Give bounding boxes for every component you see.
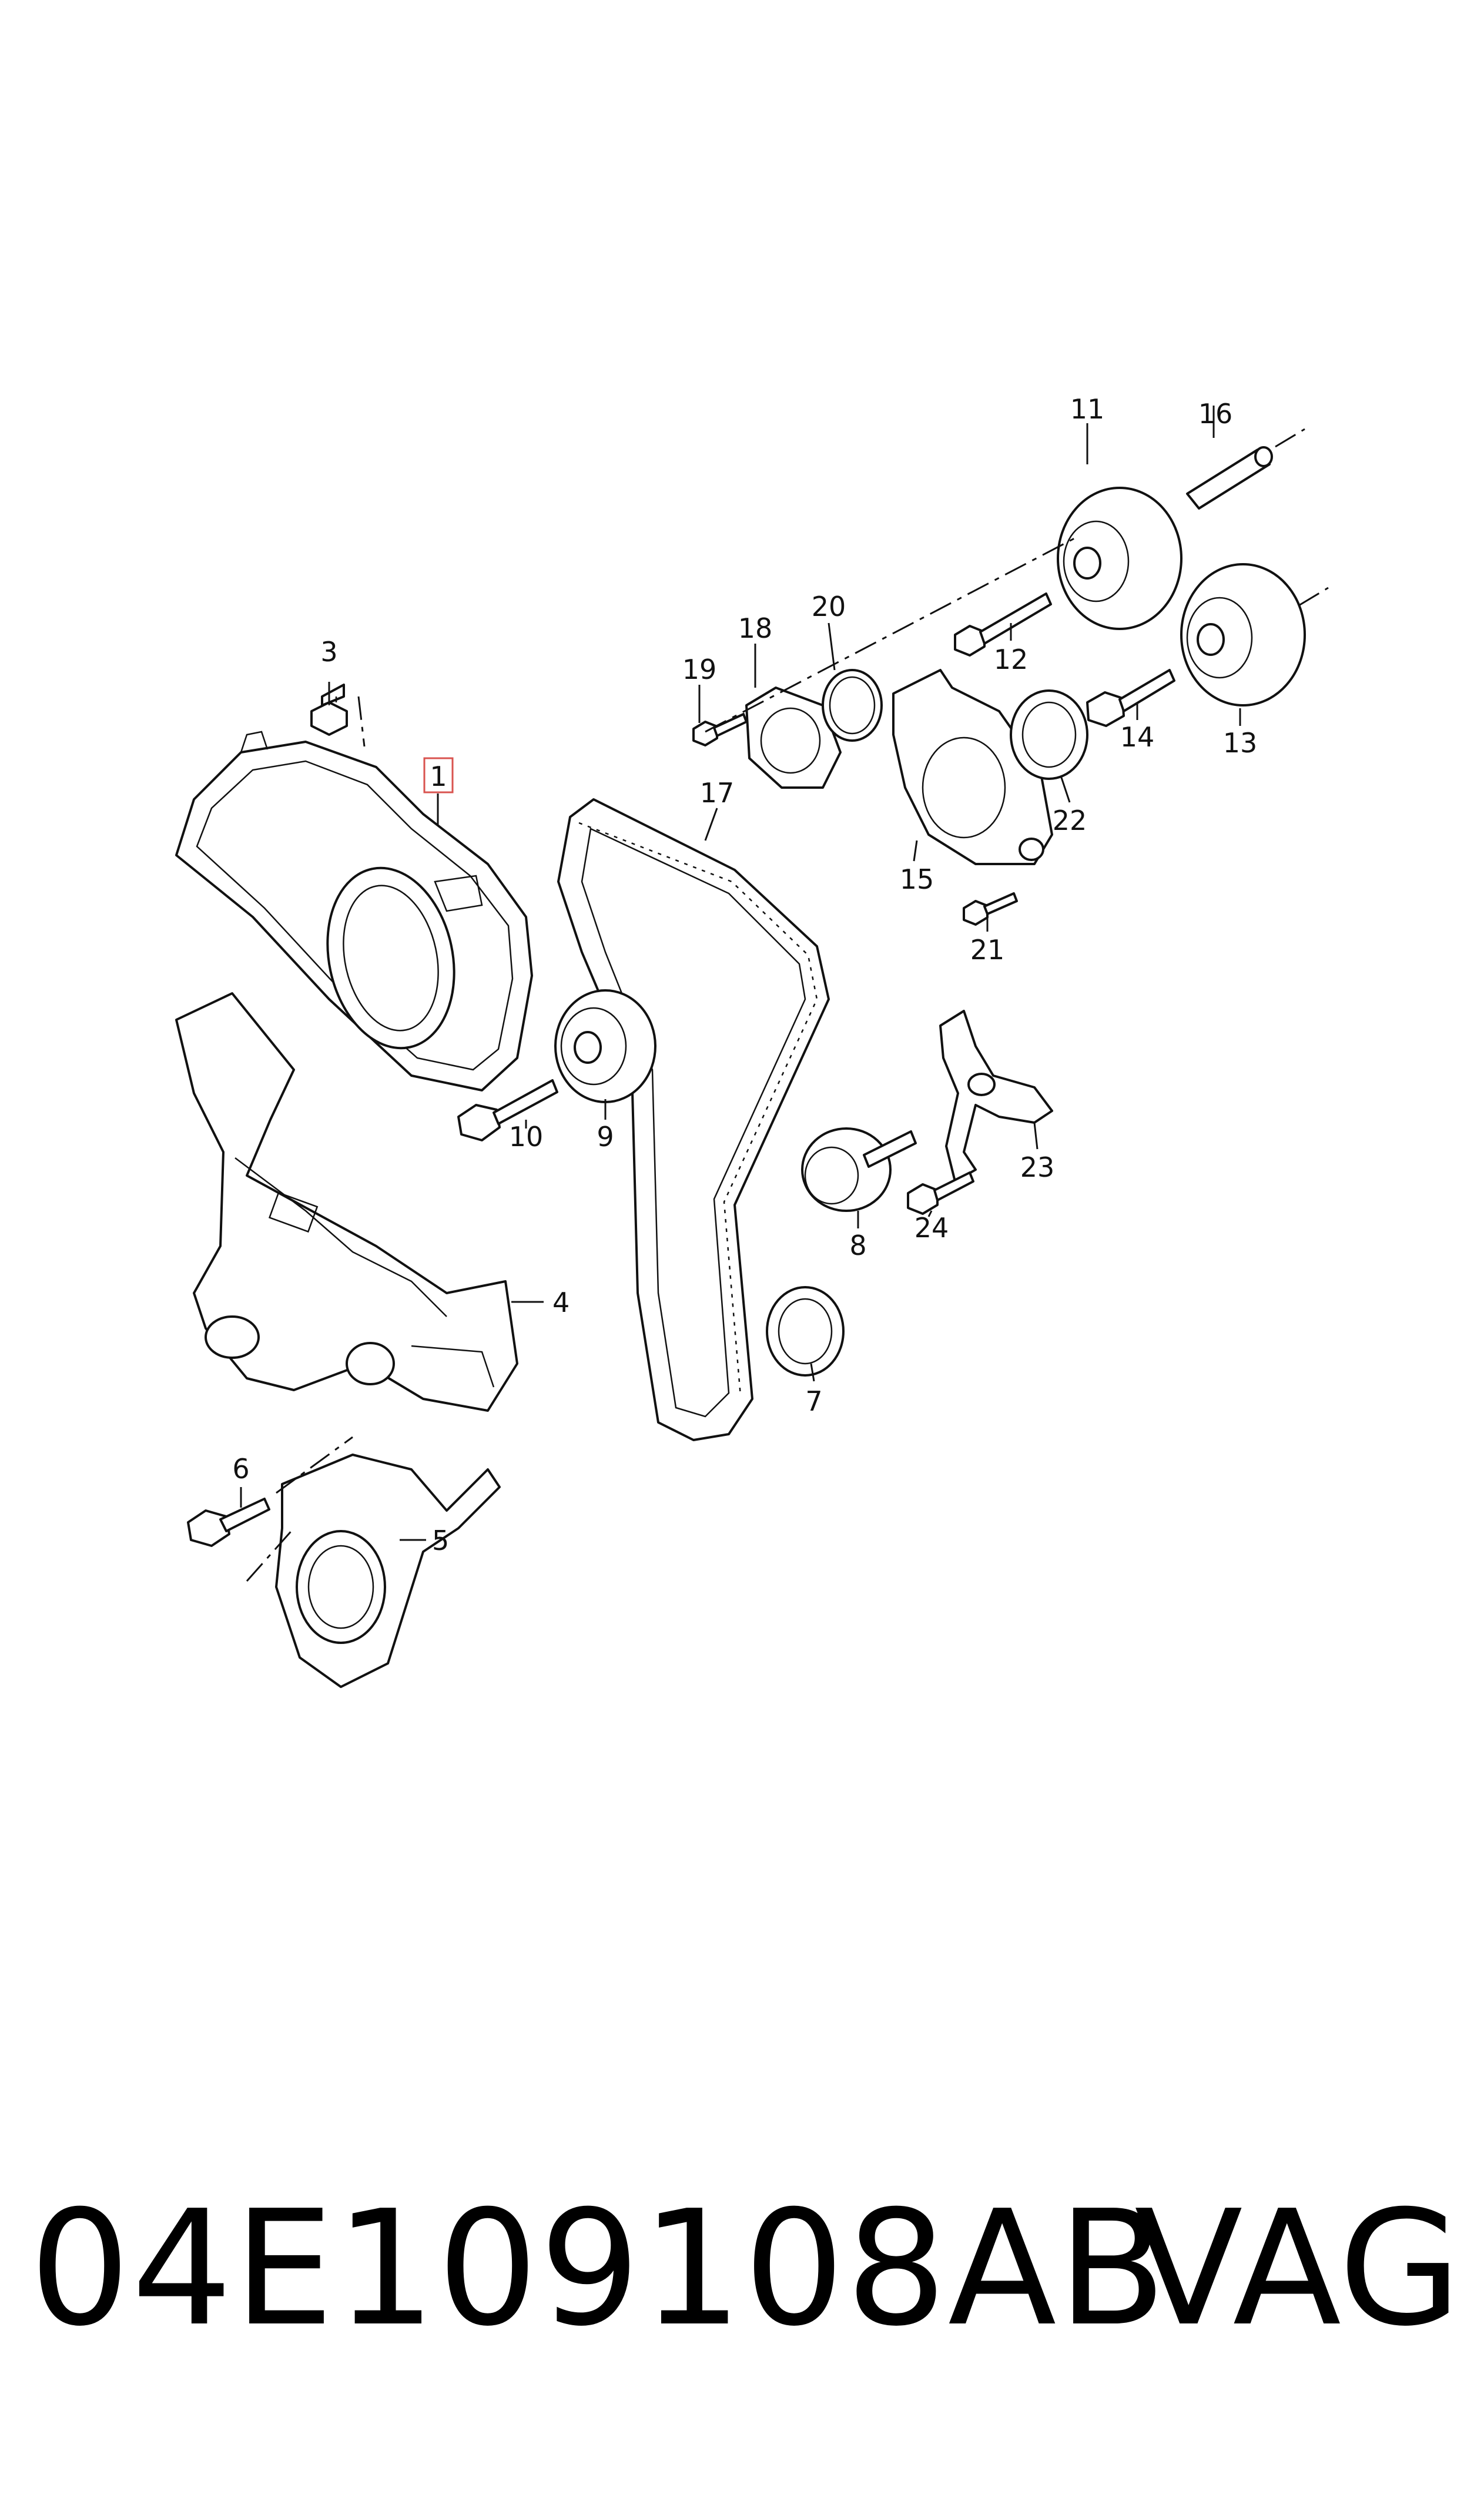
part-bolt-24 xyxy=(907,1171,974,1215)
callout-15[interactable]: 15 xyxy=(900,863,934,895)
callout-14[interactable]: 14 xyxy=(1120,721,1155,753)
callout-3[interactable]: 3 xyxy=(320,636,337,668)
part-bolt-14 xyxy=(1086,669,1175,727)
callout-labels: 1 3 4 5 6 7 8 9 10 11 12 13 14 15 16 17 … xyxy=(232,393,1257,1556)
part-dowel-pin xyxy=(1186,446,1273,510)
brand-name: VAG xyxy=(1134,2176,1462,2361)
callout-9[interactable]: 9 xyxy=(597,1121,614,1153)
leader-lines xyxy=(240,406,1241,1541)
part-bolt-19 xyxy=(692,713,748,746)
callout-1[interactable]: 1 xyxy=(430,761,447,792)
callout-5[interactable]: 5 xyxy=(432,1525,449,1556)
selected-part-highlight xyxy=(423,757,454,793)
callout-23[interactable]: 23 xyxy=(1020,1151,1055,1183)
part-bolt-12 xyxy=(954,592,1052,657)
callout-10[interactable]: 10 xyxy=(509,1121,544,1153)
part-bolt-21 xyxy=(963,892,1018,926)
callout-4[interactable]: 4 xyxy=(552,1287,570,1318)
part-bracket xyxy=(939,1010,1053,1183)
callout-11[interactable]: 11 xyxy=(1070,393,1105,425)
part-idler-roller xyxy=(801,1127,917,1212)
part-backplate xyxy=(892,669,1053,865)
callout-21[interactable]: 21 xyxy=(970,934,1005,966)
footer: 04E109108AB VAG xyxy=(0,2175,1484,2363)
callout-7[interactable]: 7 xyxy=(805,1385,822,1417)
part-bolt-3 xyxy=(310,684,366,747)
callout-22[interactable]: 22 xyxy=(1053,805,1087,836)
part-rear-timing-cover xyxy=(175,992,518,1412)
callout-6[interactable]: 6 xyxy=(232,1453,249,1485)
part-lower-cover xyxy=(246,1454,501,1688)
part-shaft-seal xyxy=(1010,689,1088,780)
part-crank-sprocket xyxy=(766,1286,845,1377)
part-camshaft-sprocket-13 xyxy=(1180,563,1306,706)
callout-19[interactable]: 19 xyxy=(682,654,717,685)
callout-20[interactable]: 20 xyxy=(812,591,846,622)
part-bolt-10 xyxy=(457,1079,558,1141)
part-number: 04E109108AB xyxy=(29,2176,1168,2361)
callout-13[interactable]: 13 xyxy=(1223,727,1258,759)
callout-8[interactable]: 8 xyxy=(849,1230,866,1261)
part-camshaft-sprocket-11 xyxy=(1057,487,1182,630)
part-bolt-6 xyxy=(187,1436,353,1547)
callout-12[interactable]: 12 xyxy=(994,644,1029,675)
part-o-ring xyxy=(822,669,883,742)
part-tensioner-pulley xyxy=(554,989,656,1103)
callout-18[interactable]: 18 xyxy=(738,612,773,644)
callout-24[interactable]: 24 xyxy=(914,1212,949,1244)
callout-17[interactable]: 17 xyxy=(700,777,735,809)
callout-16[interactable]: 16 xyxy=(1198,398,1233,430)
part-upper-timing-cover xyxy=(175,731,533,1091)
assembly-axes xyxy=(705,428,1329,733)
